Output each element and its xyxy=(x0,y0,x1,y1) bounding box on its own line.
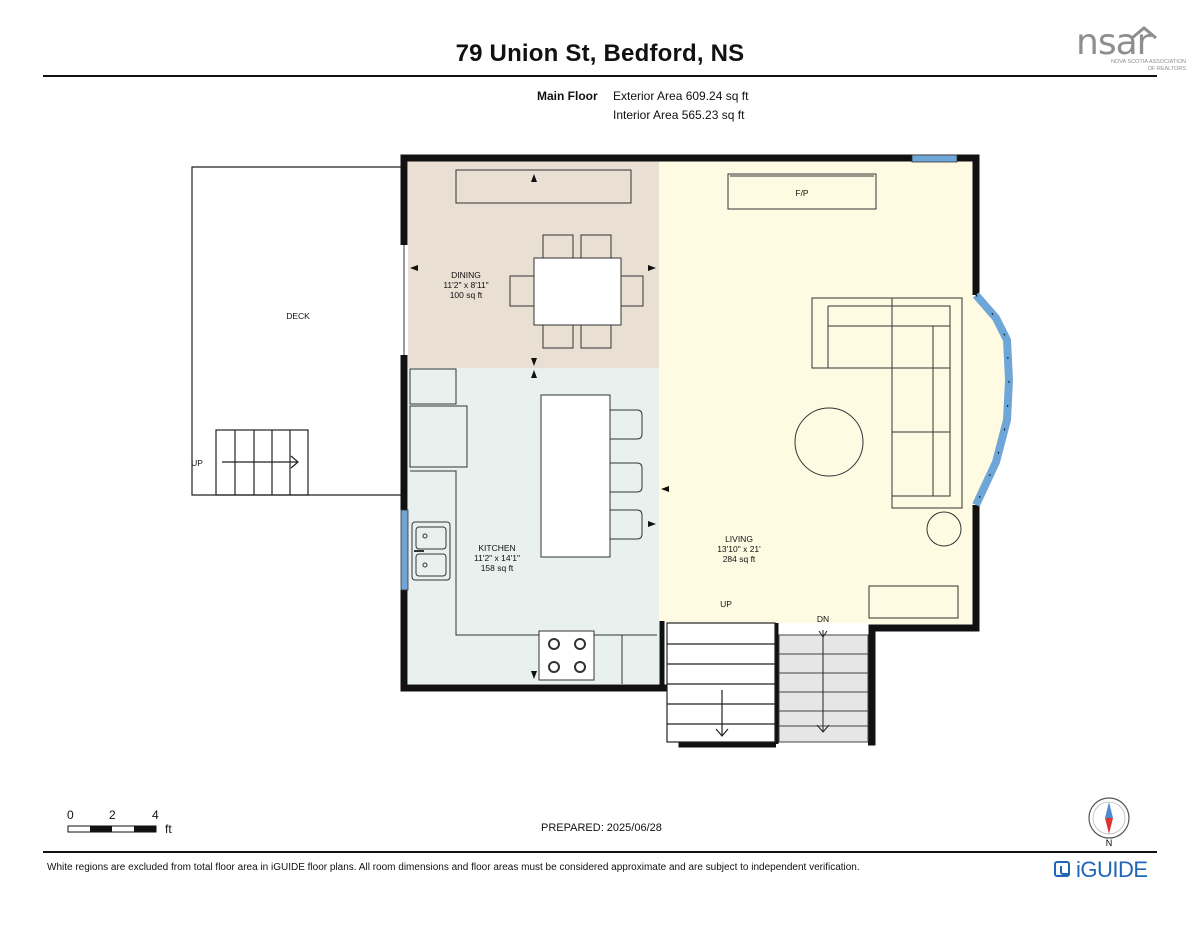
deck-outline xyxy=(191,166,404,496)
living-name: LIVING xyxy=(725,534,753,544)
iguide-mark-icon xyxy=(1054,861,1070,877)
deck-up-label: UP xyxy=(191,458,203,468)
scale-tick-0: 0 xyxy=(67,808,74,822)
windows xyxy=(400,154,1014,591)
kitchen-name: KITCHEN xyxy=(478,543,515,553)
living-furniture xyxy=(727,173,963,619)
footer-divider xyxy=(43,851,1157,853)
iguide-logo: iGUIDE xyxy=(1054,856,1154,884)
dining-area: 100 sq ft xyxy=(450,290,483,300)
stairs-down xyxy=(778,630,869,743)
house-roof-icon xyxy=(1131,26,1157,40)
kitchen-dims: 11'2" x 14'1" xyxy=(474,553,520,563)
scale-tick-2: 2 xyxy=(109,808,116,822)
deck-name: DECK xyxy=(286,311,310,321)
dining-name: DINING xyxy=(451,270,481,280)
nsar-logo: nsar NOVA SCOTIA ASSOCIATION OF REALTORS xyxy=(1072,14,1192,74)
interior-walls xyxy=(659,621,779,744)
floor-name: Main Floor xyxy=(537,89,598,103)
dining-furniture xyxy=(455,169,644,349)
compass-icon: N xyxy=(1087,796,1131,853)
living-area: 284 sq ft xyxy=(723,554,756,564)
living-dims: 13'10" x 21' xyxy=(717,544,761,554)
stair-up-label: UP xyxy=(720,599,732,609)
dining-dims: 11'2" x 8'11" xyxy=(443,280,488,290)
deck-stairs xyxy=(215,429,309,496)
scale-unit: ft xyxy=(165,822,172,836)
living-room-fill xyxy=(659,161,1008,625)
kitchen-room-fill xyxy=(408,368,659,684)
iguide-brand: iGUIDE xyxy=(1076,857,1148,882)
logo-subtitle-1: NOVA SCOTIA ASSOCIATION xyxy=(1111,59,1186,65)
fireplace-label: F/P xyxy=(795,188,809,198)
stair-down-label: DN xyxy=(817,614,829,624)
compass-label: N xyxy=(1106,838,1113,848)
scale-graphic xyxy=(67,825,157,833)
disclaimer-text: White regions are excluded from total fl… xyxy=(47,862,860,873)
logo-text: nsar xyxy=(1076,22,1151,63)
logo-subtitle-2: OF REALTORS xyxy=(1147,66,1186,72)
prepared-date: PREPARED: 2025/06/28 xyxy=(541,822,662,834)
scale-tick-4: 4 xyxy=(152,808,159,822)
door-markers xyxy=(410,174,669,679)
header-divider xyxy=(43,75,1157,77)
interior-area: Interior Area 565.23 sq ft xyxy=(613,108,745,122)
kitchen-area: 158 sq ft xyxy=(481,563,514,573)
page-title: 79 Union St, Bedford, NS xyxy=(455,40,745,67)
stairs-up xyxy=(666,622,776,743)
exterior-area: Exterior Area 609.24 sq ft xyxy=(613,89,749,103)
kitchen-furniture xyxy=(409,368,657,684)
